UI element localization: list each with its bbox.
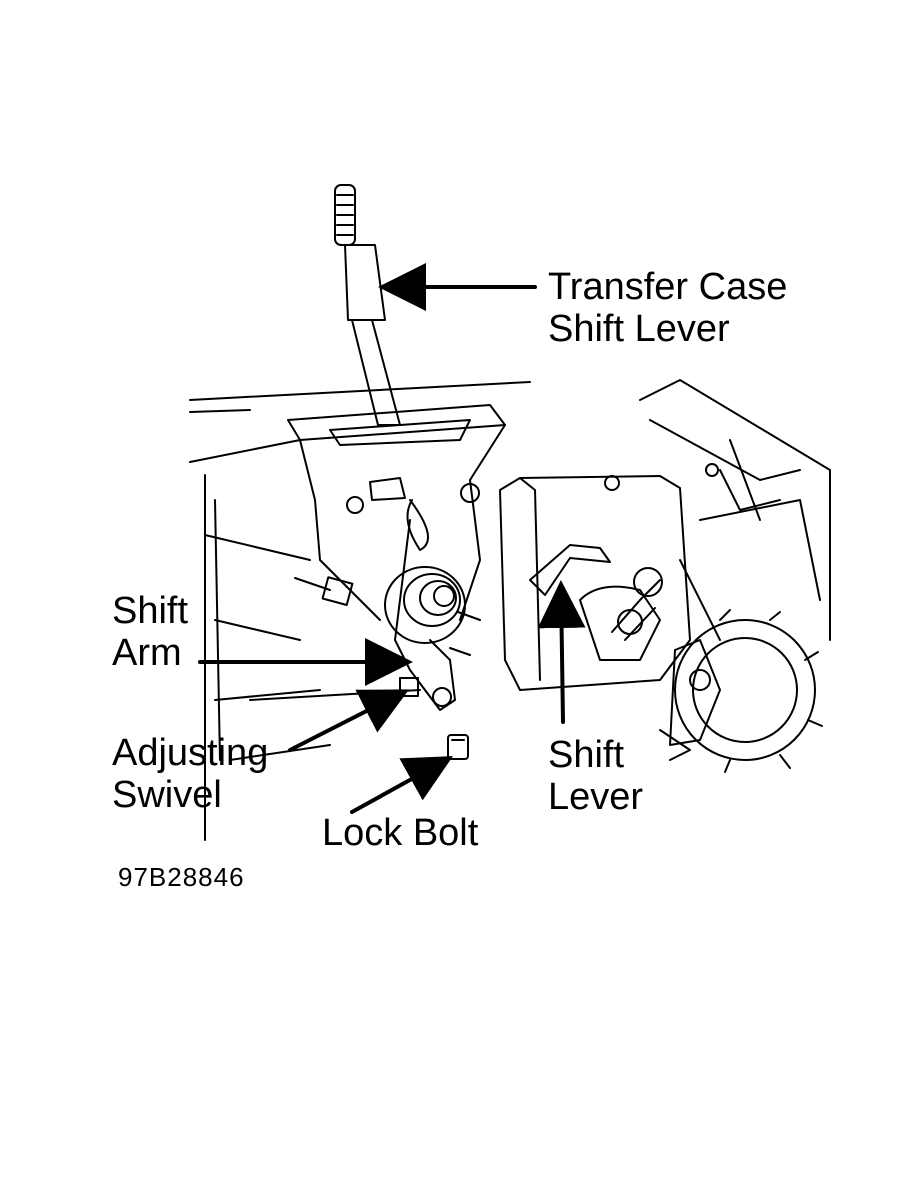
lock-bolt-part <box>447 734 469 760</box>
label-lock-bolt: Lock Bolt <box>322 812 478 854</box>
label-transfer-case-shift-lever: Transfer Case Shift Lever <box>548 266 787 350</box>
label-shift-arm: Shift Arm <box>112 590 188 674</box>
label-line: Shift Lever <box>548 308 730 350</box>
tunnel-body <box>639 379 831 641</box>
label-line: Lever <box>548 776 644 818</box>
label-line: Transfer Case <box>548 266 788 308</box>
bolt-left <box>294 576 354 606</box>
shift-lever-part <box>529 544 663 661</box>
label-shift-lever: Shift Lever <box>548 734 643 818</box>
label-line: Adjusting <box>112 732 269 774</box>
label-line: Shift <box>548 734 625 776</box>
label-line: Swivel <box>112 774 222 816</box>
label-adjusting-swivel: Adjusting Swivel <box>112 732 268 816</box>
leader-lines <box>198 263 586 814</box>
label-line: Lock Bolt <box>322 812 479 854</box>
shift-lever-rod <box>334 184 401 426</box>
output-flange <box>659 609 823 773</box>
shift-arm-assembly <box>384 519 481 711</box>
figure-id: 97B28846 <box>118 862 245 892</box>
label-line: Arm <box>112 632 182 674</box>
label-line: Shift <box>112 590 189 632</box>
